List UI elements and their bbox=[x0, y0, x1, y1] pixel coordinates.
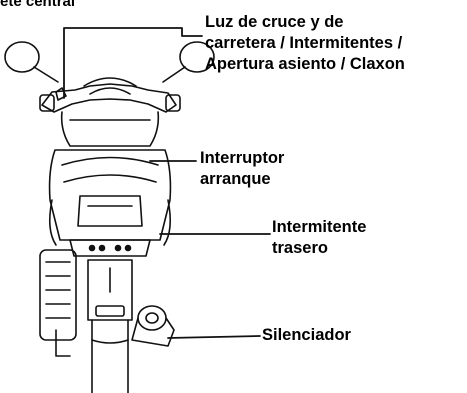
callout-rear-indicator-line-1: Intermitente bbox=[272, 218, 367, 236]
header-fragment: ete central bbox=[0, 0, 76, 10]
callout-lights: Luz de cruce y de carretera / Intermiten… bbox=[205, 12, 405, 75]
callout-starter: Interruptor arranque bbox=[200, 148, 284, 190]
callout-lights-line-1: Luz de cruce y de bbox=[205, 13, 344, 31]
left-mirror bbox=[4, 41, 59, 83]
leader-lines bbox=[63, 27, 271, 339]
rear-wheel bbox=[91, 319, 129, 393]
handlebar bbox=[39, 77, 181, 113]
callout-rear-indicator-line-2: trasero bbox=[272, 239, 328, 257]
callout-muffler-line-1: Silenciador bbox=[262, 326, 351, 344]
callout-lights-line-2: carretera / Intermitentes / bbox=[205, 34, 403, 52]
callout-rear-indicator: Intermitente trasero bbox=[272, 217, 366, 259]
scooter-body bbox=[48, 111, 172, 257]
callout-muffler: Silenciador bbox=[262, 325, 351, 346]
callout-lights-line-3: Apertura asiento / Claxon bbox=[205, 55, 405, 73]
right-mirror bbox=[162, 41, 215, 83]
callout-starter-line-2: arranque bbox=[200, 170, 271, 188]
callout-starter-line-1: Interruptor bbox=[200, 149, 285, 167]
leader-line-lights bbox=[63, 27, 203, 99]
muffler-shape bbox=[131, 305, 175, 347]
engine-area bbox=[39, 249, 133, 357]
leader-line-muffler bbox=[167, 335, 261, 339]
